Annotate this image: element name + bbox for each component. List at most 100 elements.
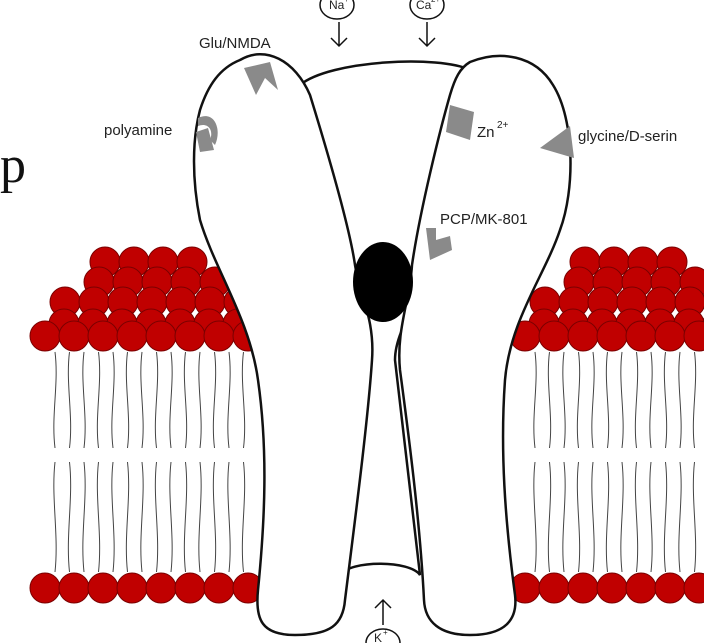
potassium-ion: K + [366,600,400,643]
membrane-bilayer-right [510,247,704,603]
lipid-tail [54,352,56,448]
lipid-head [175,321,205,351]
lipid-tail [228,462,230,572]
lipid-head [539,321,569,351]
lipid-tail [693,352,695,448]
lipid-head [30,573,60,603]
lipid-tail [679,352,681,448]
lipid-head [88,573,118,603]
lipid-tail [577,462,579,572]
lipid-head [568,321,598,351]
lipid-tail [693,462,695,572]
lipid-head [146,573,176,603]
lipid-tail [606,352,608,448]
calcium-charge: 2+ [431,0,440,4]
lipid-head [655,321,685,351]
lipid-tail [112,352,114,448]
lipid-head [175,573,205,603]
lipid-head [597,573,627,603]
lipid-tail [213,352,215,448]
lipid-tail [126,352,128,448]
lipid-tail [548,352,550,448]
lipid-tail [141,462,143,572]
sodium-charge: + [344,0,349,4]
lipid-head [597,321,627,351]
lipid-tail [199,352,201,448]
zinc-label: Zn [477,124,495,141]
lipid-head [204,321,234,351]
lipid-head [626,321,656,351]
lipid-tail [228,352,230,448]
lipid-tail [621,352,623,448]
lipid-tail [534,462,536,572]
lipid-head [88,321,118,351]
lipid-tail [68,352,70,448]
lipid-tail [548,462,550,572]
lipid-tail [621,462,623,572]
lipid-tail [199,462,201,572]
glu-nmda-label: Glu/NMDA [199,35,271,52]
pcp-label: PCP/MK-801 [440,211,528,228]
lipid-tail [242,462,244,572]
lipid-tail [592,352,594,448]
sodium-inflow-arrow-icon [331,22,347,46]
lipid-tail [664,352,666,448]
lipid-tail [679,462,681,572]
lipid-head [539,573,569,603]
calcium-inflow-arrow-icon [419,22,435,46]
lipid-tail [141,352,143,448]
corner-glyph: p [0,137,26,194]
lipid-tail [54,462,56,572]
calcium-label: Ca [416,0,432,12]
lipid-tail [155,462,157,572]
lipid-tail [592,462,594,572]
lipid-tail [664,462,666,572]
lipid-head [30,321,60,351]
lipid-tail [635,462,637,572]
lipid-tail [242,352,244,448]
lipid-tail [184,462,186,572]
lipid-tail [563,462,565,572]
lipid-head [59,573,89,603]
lipid-tail [68,462,70,572]
lipid-tail [170,352,172,448]
lipid-tail [83,462,85,572]
lipid-tail [83,352,85,448]
lipid-tail [650,462,652,572]
potassium-outflow-arrow-icon [375,600,391,625]
lipid-tail [650,352,652,448]
lipid-tail [155,352,157,448]
lipid-head [117,573,147,603]
lipid-head [655,573,685,603]
sodium-label: Na [329,0,345,12]
lipid-tail [577,352,579,448]
lipid-tail [635,352,637,448]
lipid-head [684,573,704,603]
lipid-head [204,573,234,603]
lipid-tail [97,352,99,448]
lipid-head [146,321,176,351]
lipid-head [568,573,598,603]
sodium-ion: Na + [320,0,354,46]
potassium-charge: + [383,628,388,637]
polyamine-label: polyamine [104,122,172,139]
lipid-head [626,573,656,603]
potassium-label: K [374,631,382,643]
lipid-head [59,321,89,351]
lipid-tail [184,352,186,448]
lipid-head [117,321,147,351]
zinc-charge: 2+ [497,120,509,131]
lipid-tail [170,462,172,572]
lipid-tail [534,352,536,448]
membrane-bilayer-left [30,247,263,603]
lipid-tail [563,352,565,448]
lipid-tail [126,462,128,572]
lipid-tail [606,462,608,572]
channel-pore-block [353,242,413,322]
lipid-tail [97,462,99,572]
lipid-tail [112,462,114,572]
lipid-tail [213,462,215,572]
calcium-ion: Ca 2+ [410,0,444,46]
glycine-label: glycine/D-serin [578,128,677,145]
